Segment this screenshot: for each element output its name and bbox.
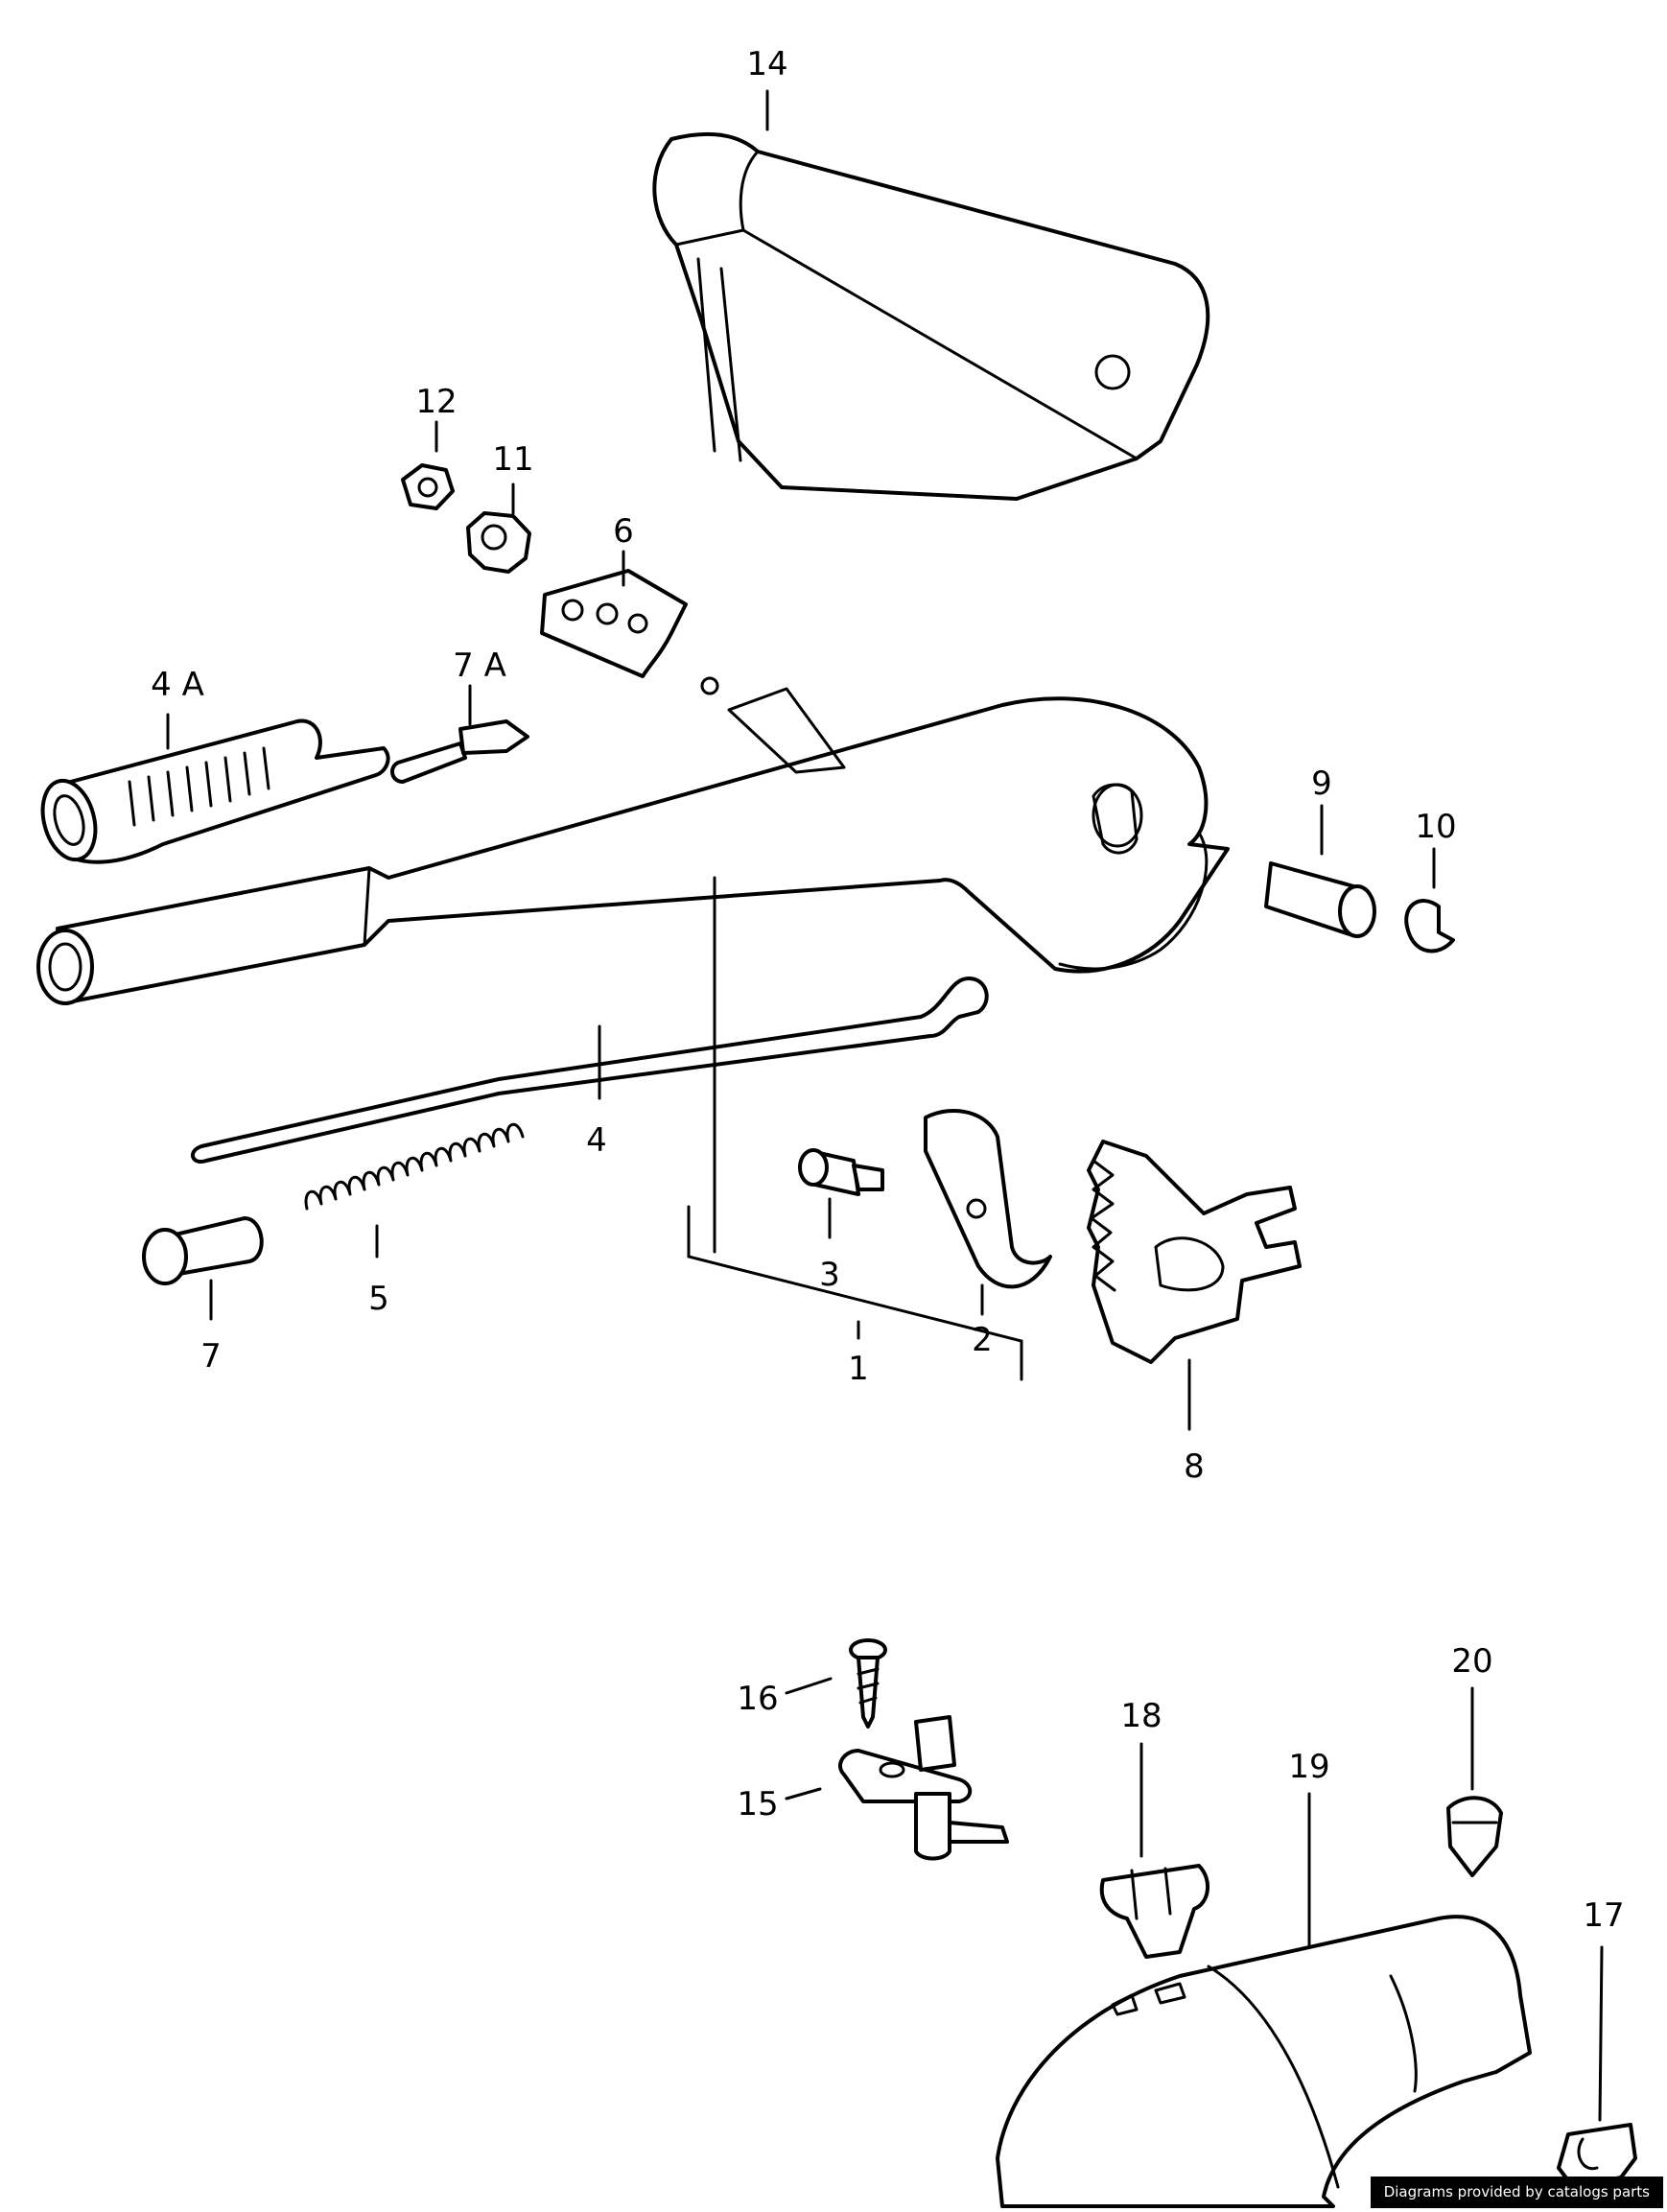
callout-20: 20 xyxy=(1451,1642,1492,1681)
callout-2: 2 xyxy=(972,1321,993,1359)
callout-17: 17 xyxy=(1583,1896,1624,1935)
leader-lines xyxy=(166,89,1604,2122)
callout-11: 11 xyxy=(492,440,533,479)
part-12-hex-nut xyxy=(401,463,455,510)
part-6-adjusting-plate xyxy=(540,569,688,678)
part-15-switch xyxy=(838,1715,1009,1861)
callout-12: 12 xyxy=(415,383,457,421)
part-14-lever-cover xyxy=(652,131,1210,501)
callout-1: 1 xyxy=(848,1350,869,1388)
part-16-screw xyxy=(849,1638,887,1729)
part-10-circlip xyxy=(1404,899,1455,953)
callout-14: 14 xyxy=(746,45,787,83)
callout-9: 9 xyxy=(1311,765,1332,803)
watermark-credit: Diagrams provided by catalogs parts xyxy=(1370,2177,1663,2208)
part-18-clip xyxy=(1099,1864,1209,1959)
callout-6: 6 xyxy=(613,512,634,551)
part-8-ratchet-segment xyxy=(1087,1140,1302,1364)
callout-10: 10 xyxy=(1415,808,1456,846)
callout-18: 18 xyxy=(1120,1697,1162,1735)
callout-5: 5 xyxy=(368,1280,389,1318)
callout-7: 7 xyxy=(200,1337,222,1376)
part-9-pin xyxy=(1264,861,1376,938)
part-19-tunnel-cover xyxy=(996,1915,1532,2208)
part-5-spring xyxy=(304,1123,525,1211)
callout-19: 19 xyxy=(1288,1748,1329,1786)
callout-7a: 7 A xyxy=(453,647,506,685)
callout-labels: 14 12 11 6 4 A 7 A 9 10 4 3 2 1 5 7 8 16… xyxy=(151,45,1624,1935)
callout-3: 3 xyxy=(819,1256,840,1294)
part-11-lock-nut xyxy=(466,511,531,574)
callout-4: 4 xyxy=(586,1121,607,1160)
part-2-pawl xyxy=(924,1108,1052,1289)
part-4-pull-rod xyxy=(191,977,989,1164)
part-3-bushing xyxy=(798,1148,884,1196)
part-20-plug xyxy=(1446,1796,1503,1877)
callout-8: 8 xyxy=(1184,1447,1205,1486)
callout-15: 15 xyxy=(737,1785,778,1824)
part-7a-release-rod xyxy=(390,719,529,784)
part-7-release-button xyxy=(142,1216,264,1285)
callout-4a: 4 A xyxy=(151,666,204,704)
part-4a-handle-grip xyxy=(40,718,390,864)
callout-16: 16 xyxy=(737,1680,778,1718)
lever-arm xyxy=(36,676,1230,1005)
